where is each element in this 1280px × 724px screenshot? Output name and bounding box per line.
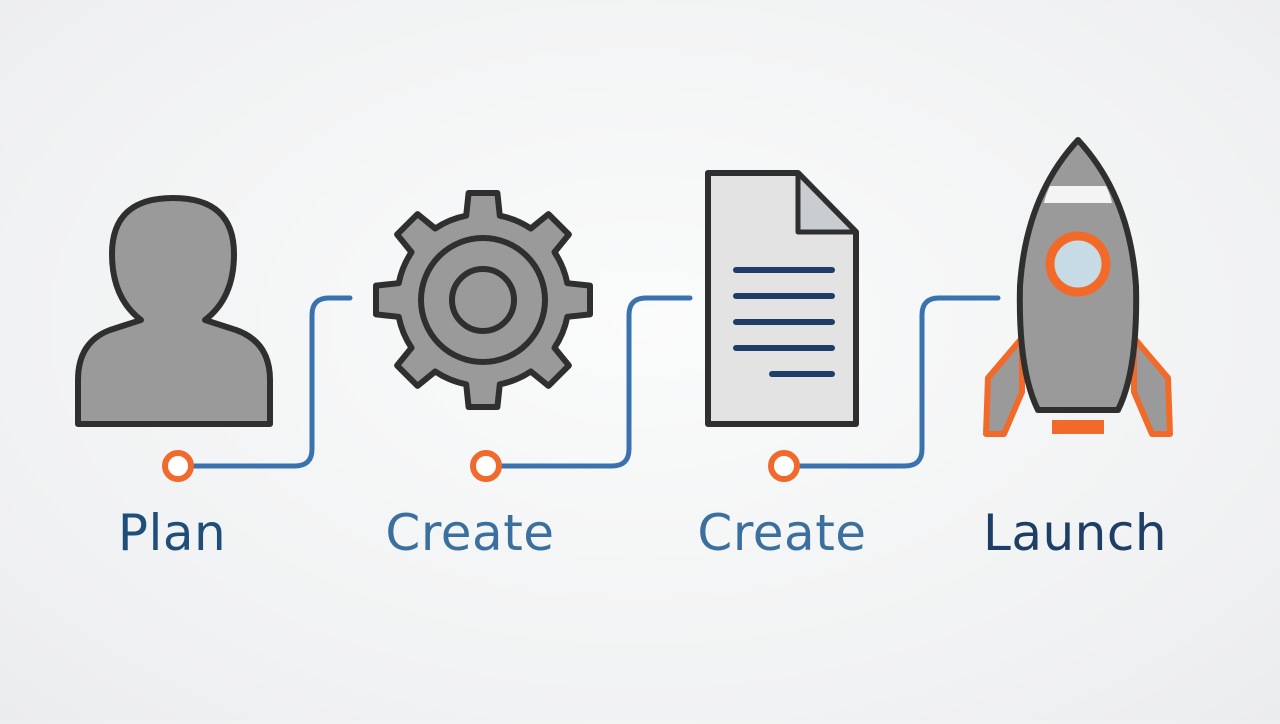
step-node <box>162 450 194 482</box>
step-label-plan: Plan <box>117 504 227 562</box>
connector-plan-to-create <box>175 295 353 469</box>
gear-icon <box>373 190 593 410</box>
connectors <box>175 295 1001 469</box>
person-icon <box>75 195 273 427</box>
step-label-create: Create <box>385 504 555 562</box>
step-node <box>768 450 800 482</box>
document-icon <box>705 170 859 427</box>
step-label-launch: Launch <box>982 504 1168 562</box>
step-node <box>470 450 502 482</box>
step-label-create-content: Create <box>697 504 867 562</box>
rocket-icon <box>983 137 1173 437</box>
connector-create-to-launch <box>781 295 1001 469</box>
nodes <box>162 450 800 482</box>
connector-create-to-create <box>483 295 693 469</box>
